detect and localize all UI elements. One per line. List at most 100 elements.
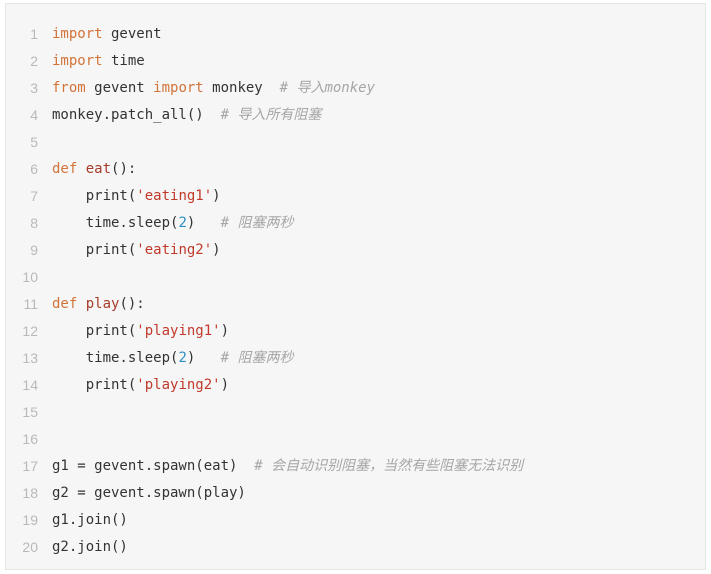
code-token: g1 = gevent.spawn(eat) xyxy=(52,458,255,474)
line-number: 2 xyxy=(30,53,38,69)
line-number: 12 xyxy=(22,323,38,339)
code-text: import gevent xyxy=(52,21,162,48)
line-number: 20 xyxy=(22,539,38,555)
line-number: 19 xyxy=(22,512,38,528)
code-token: print( xyxy=(52,242,137,258)
code-line: 14 print('playing2') xyxy=(6,372,705,399)
code-token: 'playing1' xyxy=(136,323,221,339)
code-token: # 阻塞两秒 xyxy=(220,350,294,366)
code-line: 20 g2.join() xyxy=(6,534,705,561)
code-text: time.sleep(2) # 阻塞两秒 xyxy=(52,210,294,237)
line-number: 4 xyxy=(30,107,38,123)
code-token: time.sleep( xyxy=(52,215,179,231)
code-token: time.sleep( xyxy=(52,350,179,366)
code-token: play xyxy=(85,296,120,312)
code-token: g2.join() xyxy=(52,539,128,555)
line-number: 14 xyxy=(22,377,38,393)
line-number: 11 xyxy=(23,296,38,312)
code-token: print( xyxy=(52,323,137,339)
code-token: # 阻塞两秒 xyxy=(220,215,294,231)
line-number: 18 xyxy=(22,485,38,501)
code-token: gevent xyxy=(85,80,154,96)
code-token: import xyxy=(52,26,103,42)
code-token: def xyxy=(52,296,78,312)
code-line: 5 xyxy=(6,129,705,156)
code-line: 11 def play(): xyxy=(6,291,705,318)
code-token: g2 = gevent.spawn(play) xyxy=(52,485,246,501)
code-line: 6 def eat(): xyxy=(6,156,705,183)
code-text: print('eating1') xyxy=(52,183,221,210)
code-line: 2 import time xyxy=(6,48,705,75)
code-token: import xyxy=(153,80,204,96)
code-text: g2 = gevent.spawn(play) xyxy=(52,480,246,507)
code-line: 4 monkey.patch_all() # 导入所有阻塞 xyxy=(6,102,705,129)
code-text: print('playing2') xyxy=(52,372,229,399)
code-line: 1 import gevent xyxy=(6,21,705,48)
line-number: 9 xyxy=(30,242,38,258)
line-number: 1 xyxy=(30,26,38,42)
code-text: monkey.patch_all() # 导入所有阻塞 xyxy=(52,102,321,129)
code-token: from xyxy=(52,80,86,96)
code-text: import time xyxy=(52,48,145,75)
code-token: gevent xyxy=(102,26,162,42)
code-token: import xyxy=(52,53,103,69)
code-text: g1.join() xyxy=(52,507,128,534)
code-line: 9 print('eating2') xyxy=(6,237,705,264)
code-lines: 1 import gevent 2 import time 3 from gevent i… xyxy=(6,21,705,561)
line-number: 8 xyxy=(30,215,38,231)
line-number: 7 xyxy=(30,188,38,204)
code-token: monkey.patch_all() xyxy=(52,107,221,123)
code-block: 1 import gevent 2 import time 3 from gevent i… xyxy=(5,3,706,570)
code-token: ) xyxy=(220,377,230,393)
code-token: ) xyxy=(186,350,221,366)
line-number: 10 xyxy=(22,269,38,285)
code-token: 2 xyxy=(178,350,187,366)
code-token: g1.join() xyxy=(52,512,128,528)
code-token: (): xyxy=(111,161,137,177)
code-line: 7 print('eating1') xyxy=(6,183,705,210)
line-number: 15 xyxy=(22,404,38,420)
code-line: 17 g1 = gevent.spawn(eat) # 会自动识别阻塞，当然有些阻… xyxy=(6,453,705,480)
code-token xyxy=(77,296,85,312)
code-token: time xyxy=(102,53,145,69)
code-line: 8 time.sleep(2) # 阻塞两秒 xyxy=(6,210,705,237)
code-line: 3 from gevent import monkey # 导入monkey xyxy=(6,75,705,102)
code-token: # 导入所有阻塞 xyxy=(220,107,322,123)
code-line: 12 print('playing1') xyxy=(6,318,705,345)
code-text: print('eating2') xyxy=(52,237,221,264)
code-token: (): xyxy=(119,296,145,312)
code-text: def eat(): xyxy=(52,156,136,183)
code-line: 16 xyxy=(6,426,705,453)
code-token: print( xyxy=(52,377,137,393)
code-token: 'playing2' xyxy=(136,377,221,393)
code-text: def play(): xyxy=(52,291,145,318)
code-line: 19 g1.join() xyxy=(6,507,705,534)
code-token: # 会自动识别阻塞，当然有些阻塞无法识别 xyxy=(254,458,524,474)
code-text: g2.join() xyxy=(52,534,128,561)
code-token: 'eating1' xyxy=(136,188,213,204)
code-token: eat xyxy=(85,161,112,177)
code-text: print('playing1') xyxy=(52,318,229,345)
code-token: 2 xyxy=(178,215,187,231)
code-line: 18 g2 = gevent.spawn(play) xyxy=(6,480,705,507)
line-number: 16 xyxy=(22,431,38,447)
code-token xyxy=(77,161,85,177)
line-number: 6 xyxy=(30,161,38,177)
line-number: 3 xyxy=(30,80,38,96)
code-token: def xyxy=(52,161,78,177)
line-number: 17 xyxy=(22,458,38,474)
code-line: 10 xyxy=(6,264,705,291)
code-token: ) xyxy=(186,215,221,231)
code-text: g1 = gevent.spawn(eat) # 会自动识别阻塞，当然有些阻塞无… xyxy=(52,453,523,480)
code-token: ) xyxy=(212,188,221,204)
line-number: 5 xyxy=(30,134,38,150)
code-token: ) xyxy=(220,323,230,339)
code-token: ) xyxy=(212,242,221,258)
code-token: monkey xyxy=(203,80,280,96)
line-number: 13 xyxy=(22,350,38,366)
code-line: 15 xyxy=(6,399,705,426)
code-token: 'eating2' xyxy=(136,242,213,258)
code-line: 13 time.sleep(2) # 阻塞两秒 xyxy=(6,345,705,372)
code-token: # 导入monkey xyxy=(279,80,376,96)
code-text: time.sleep(2) # 阻塞两秒 xyxy=(52,345,294,372)
